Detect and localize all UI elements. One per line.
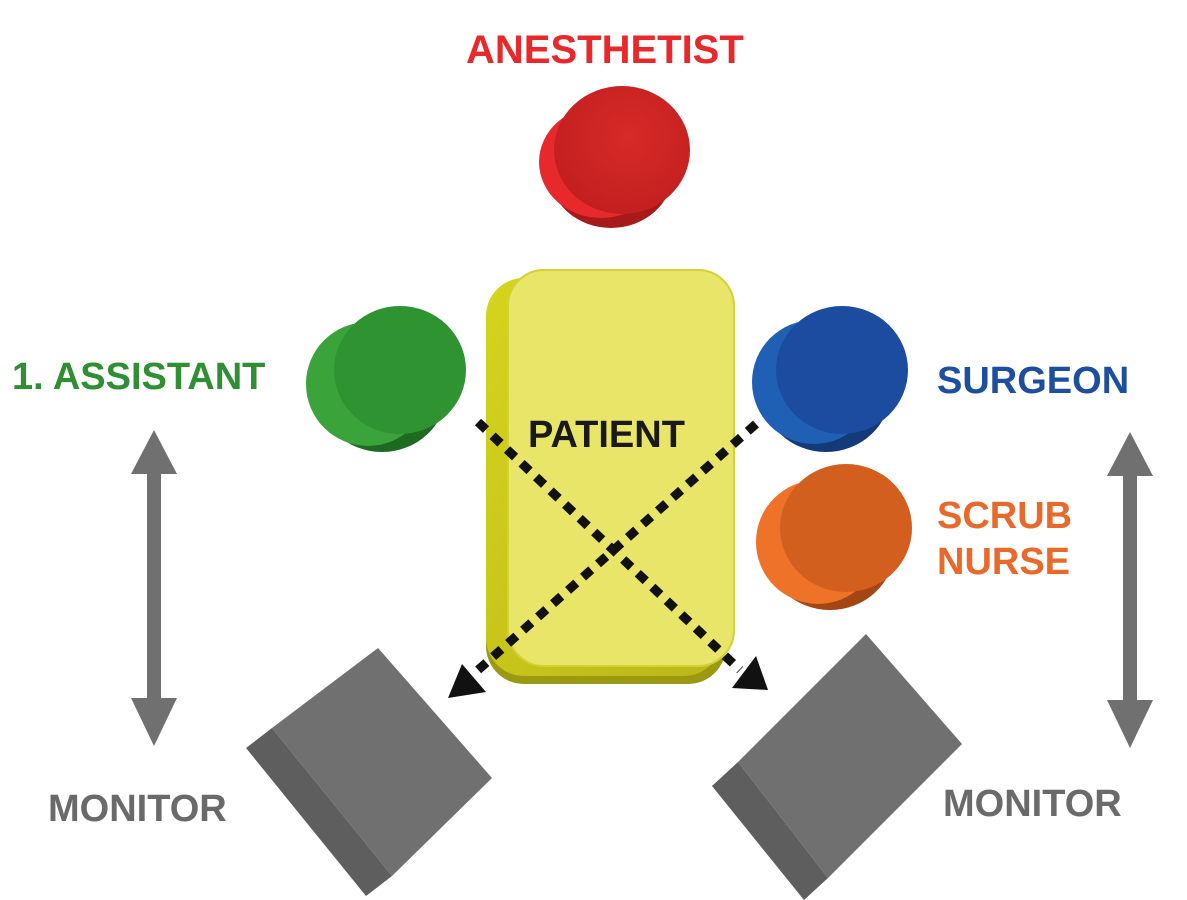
assistant-label: 1. ASSISTANT [12, 356, 266, 398]
left-monitor-label: MONITOR [48, 788, 227, 830]
surgeon-label: SURGEON [937, 360, 1130, 402]
right-monitor-label: MONITOR [943, 783, 1122, 825]
scrub-nurse-label-line1: SCRUB [937, 495, 1073, 537]
assistant-figure [306, 306, 466, 452]
anesthetist-label: ANESTHETIST [466, 28, 744, 72]
patient-table [486, 269, 735, 684]
sightline-surgeon-to-left-monitor [475, 420, 759, 674]
scrub-nurse-label-line2: NURSE [937, 540, 1071, 583]
scrub-nurse-figure [756, 464, 912, 610]
left-monitor [246, 648, 492, 896]
sightline-arrowhead-right [732, 656, 768, 690]
scrub-nurse-label: SCRUB NURSE [937, 494, 1072, 585]
right-double-arrow-icon [1107, 432, 1153, 748]
left-double-arrow-icon [131, 430, 177, 746]
patient-label: PATIENT [528, 414, 685, 456]
anesthetist-figure [539, 86, 690, 228]
sightline-arrowhead-left [448, 664, 486, 698]
surgeon-figure [752, 306, 908, 452]
sightlines [448, 418, 768, 698]
sightline-assistant-to-right-monitor [474, 418, 744, 674]
right-monitor [712, 634, 962, 900]
